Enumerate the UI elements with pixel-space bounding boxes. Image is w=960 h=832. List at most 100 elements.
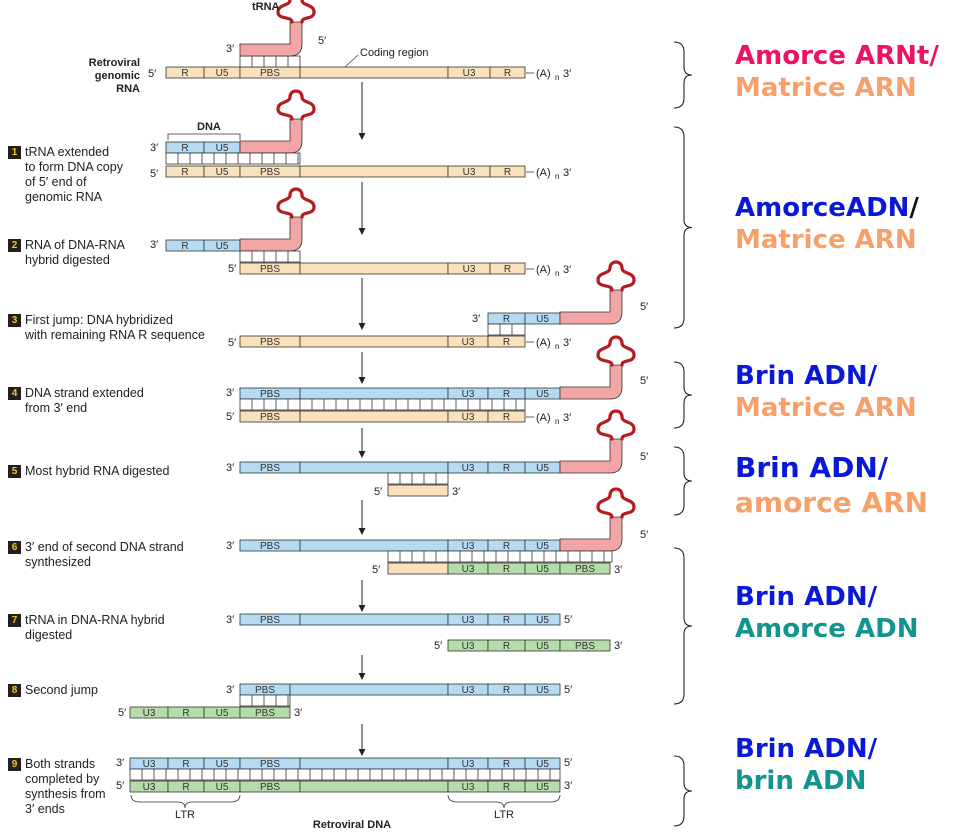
- flow-arrow-head: [358, 605, 366, 612]
- step-text: DNA strand extended from 3′ end: [25, 386, 144, 415]
- annotation-template: Matrice ARN: [735, 73, 917, 103]
- segment-label: U3: [462, 685, 475, 696]
- segment-label: U5: [536, 641, 549, 652]
- trna-stem: [559, 364, 623, 400]
- three-prime-label: 3′: [226, 387, 234, 399]
- step-text: Both strands completed by synthesis from…: [25, 757, 106, 816]
- segment-label: U5: [536, 615, 549, 626]
- trna-cloverleaf: [596, 335, 636, 367]
- five-prime-label: 5′: [116, 780, 124, 792]
- segment-label: R: [181, 143, 188, 154]
- five-prime-label: 5′: [564, 614, 572, 626]
- segment-label: R: [503, 685, 510, 696]
- three-prime-label: 3′: [563, 264, 571, 276]
- curly-brace: [673, 755, 693, 827]
- trna-stem: [559, 516, 623, 552]
- flow-arrow-head: [358, 673, 366, 680]
- segment-label: U3: [143, 782, 156, 793]
- polya-label: (A): [536, 68, 551, 80]
- step-text: tRNA extended to form DNA copy of 5′ end…: [25, 145, 123, 204]
- strand-segment: [489, 262, 526, 275]
- segment-label: U3: [462, 337, 475, 348]
- segment-label: U5: [216, 167, 229, 178]
- five-prime-label: 5′: [434, 640, 442, 652]
- annotation-1: Amorce ARNt/Matrice ARN: [735, 40, 939, 104]
- five-prime-label: 5′: [318, 35, 326, 47]
- segment-label: U5: [536, 463, 549, 474]
- three-prime-label: 3′: [226, 462, 234, 474]
- three-prime-label: 3′: [563, 337, 571, 349]
- step-number: 5: [8, 465, 21, 478]
- segment-label: U5: [536, 685, 549, 696]
- flow-arrow-head: [358, 228, 366, 235]
- annotation-primer: Amorce ARNt: [735, 41, 930, 71]
- annotation-6: Brin ADN/brin ADN: [735, 733, 877, 797]
- annotation-slash: /: [867, 582, 878, 612]
- segment-label: U3: [462, 782, 475, 793]
- pairing-box: [387, 472, 449, 485]
- segment-label: PBS: [260, 541, 280, 552]
- trna-molecule: [559, 487, 636, 552]
- polya-subscript: n: [555, 417, 559, 426]
- five-prime-label: 5′: [150, 168, 158, 180]
- five-prime-label: 5′: [640, 451, 648, 463]
- strand-segment: [387, 484, 449, 497]
- annotation-primer: Brin ADN: [735, 451, 878, 484]
- three-prime-label: 3′: [564, 780, 572, 792]
- strand-segment: [289, 683, 449, 696]
- trna-molecule: [239, 187, 316, 252]
- trna-molecule: [559, 335, 636, 400]
- strand-segment: [299, 335, 449, 348]
- trna-stem: [239, 21, 303, 57]
- segment-label: U3: [462, 564, 475, 575]
- annotation-slash: /: [867, 734, 878, 764]
- five-prime-label: 5′: [118, 707, 126, 719]
- base-pairs: [387, 550, 613, 563]
- polya-subscript: n: [555, 172, 559, 181]
- trna-cloverleaf: [276, 89, 316, 121]
- flow-arrow-head: [358, 133, 366, 140]
- polya-subscript: n: [555, 342, 559, 351]
- segment-label: U3: [462, 389, 475, 400]
- step-number: 1: [8, 146, 21, 159]
- dna-label: DNA: [197, 121, 221, 133]
- three-prime-label: 3′: [452, 486, 460, 498]
- base-pairs: [165, 152, 301, 165]
- strand-segment: [559, 639, 611, 652]
- pairing-box: [129, 768, 561, 781]
- segment-label: R: [182, 782, 189, 793]
- flow-arrow-head: [358, 323, 366, 330]
- curly-brace: [673, 126, 693, 329]
- segment-label: R: [503, 759, 510, 770]
- three-prime-label: 3′: [226, 614, 234, 626]
- polya-subscript: n: [555, 269, 559, 278]
- ltr-label: LTR: [494, 809, 514, 821]
- five-prime-label: 5′: [640, 301, 648, 313]
- strand-segment: [489, 66, 526, 79]
- pairing-box: [165, 152, 301, 165]
- base-pairs: [239, 398, 526, 411]
- step-text: tRNA in DNA-RNA hybrid digested: [25, 613, 165, 642]
- segment-label: R: [503, 564, 510, 575]
- segment-label: PBS: [260, 759, 280, 770]
- five-prime-label: 5′: [226, 411, 234, 423]
- annotation-template: brin ADN: [735, 766, 867, 796]
- segment-label: R: [503, 314, 510, 325]
- annotation-5: Brin ADN/Amorce ADN: [735, 581, 918, 645]
- three-prime-label: 3′: [472, 313, 480, 325]
- step-number: 4: [8, 387, 21, 400]
- segment-label: U3: [462, 463, 475, 474]
- step-text: RNA of DNA-RNA hybrid digested: [25, 238, 126, 267]
